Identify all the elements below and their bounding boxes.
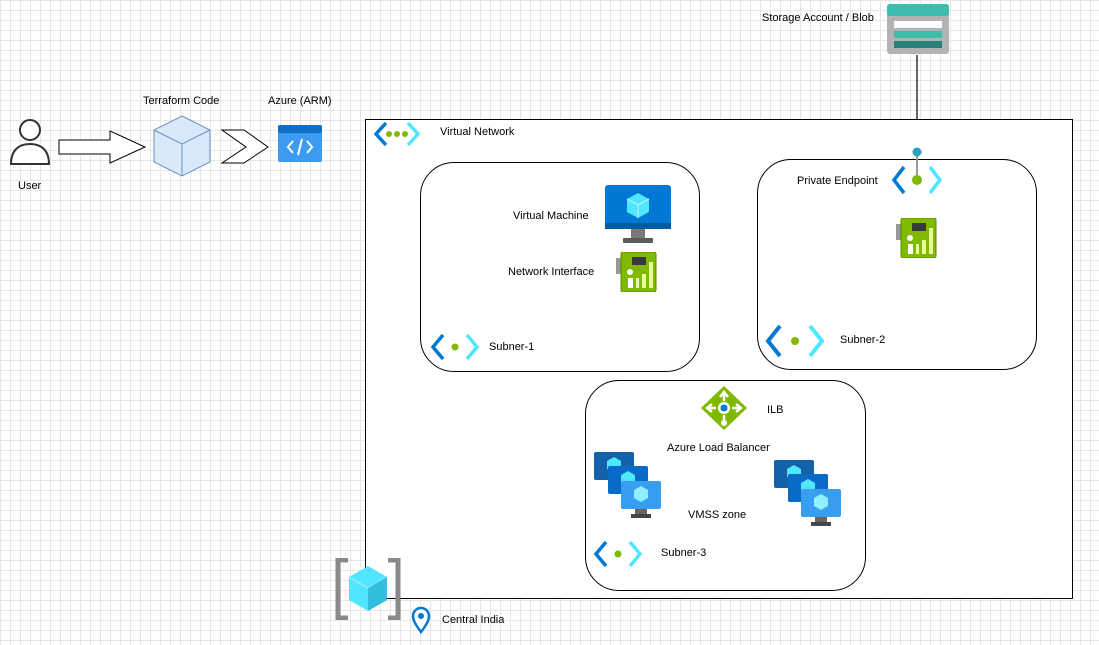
vmss-icon-left bbox=[594, 452, 662, 520]
region-pin-icon bbox=[411, 606, 431, 634]
vm-label: Virtual Machine bbox=[513, 210, 589, 222]
vnet-icon bbox=[374, 120, 420, 148]
subnet-2-icon bbox=[765, 323, 825, 359]
storage-label: Storage Account / Blob bbox=[762, 12, 874, 24]
user-label: User bbox=[18, 180, 42, 192]
vmss-icon-right bbox=[774, 460, 842, 528]
arm-template-icon bbox=[278, 125, 322, 162]
vmss-zone-label: VMSS zone bbox=[688, 509, 747, 521]
subnet-2-label: Subner-2 bbox=[840, 334, 886, 346]
subnet-1-icon bbox=[430, 332, 480, 362]
endpoint-nic-icon bbox=[896, 218, 940, 258]
azure-lb-label: Azure Load Balancer bbox=[667, 442, 770, 454]
region-label: Central India bbox=[442, 614, 505, 626]
virtual-machine-icon bbox=[605, 185, 671, 247]
subnet-3-label: Subner-3 bbox=[661, 547, 707, 559]
user-to-terraform-arrow bbox=[58, 130, 147, 164]
resource-group-icon bbox=[334, 558, 402, 620]
load-balancer-icon bbox=[700, 385, 748, 431]
subnet-1-label: Subner-1 bbox=[489, 341, 535, 353]
vnet-label: Virtual Network bbox=[440, 126, 515, 138]
subnet-2-box bbox=[757, 159, 1037, 370]
azure-arm-label: Azure (ARM) bbox=[268, 95, 332, 107]
ilb-label: ILB bbox=[767, 404, 784, 416]
terraform-label: Terraform Code bbox=[143, 95, 220, 107]
user-icon bbox=[8, 118, 52, 166]
nic-label: Network Interface bbox=[508, 266, 595, 278]
terraform-to-azure-chevron bbox=[220, 129, 269, 164]
terraform-cube-icon bbox=[152, 114, 212, 178]
nic-icon bbox=[616, 252, 660, 292]
private-endpoint-icon bbox=[890, 146, 944, 196]
subnet-3-icon bbox=[593, 539, 643, 569]
private-endpoint-label: Private Endpoint bbox=[797, 175, 878, 187]
storage-blob-icon bbox=[887, 4, 949, 54]
